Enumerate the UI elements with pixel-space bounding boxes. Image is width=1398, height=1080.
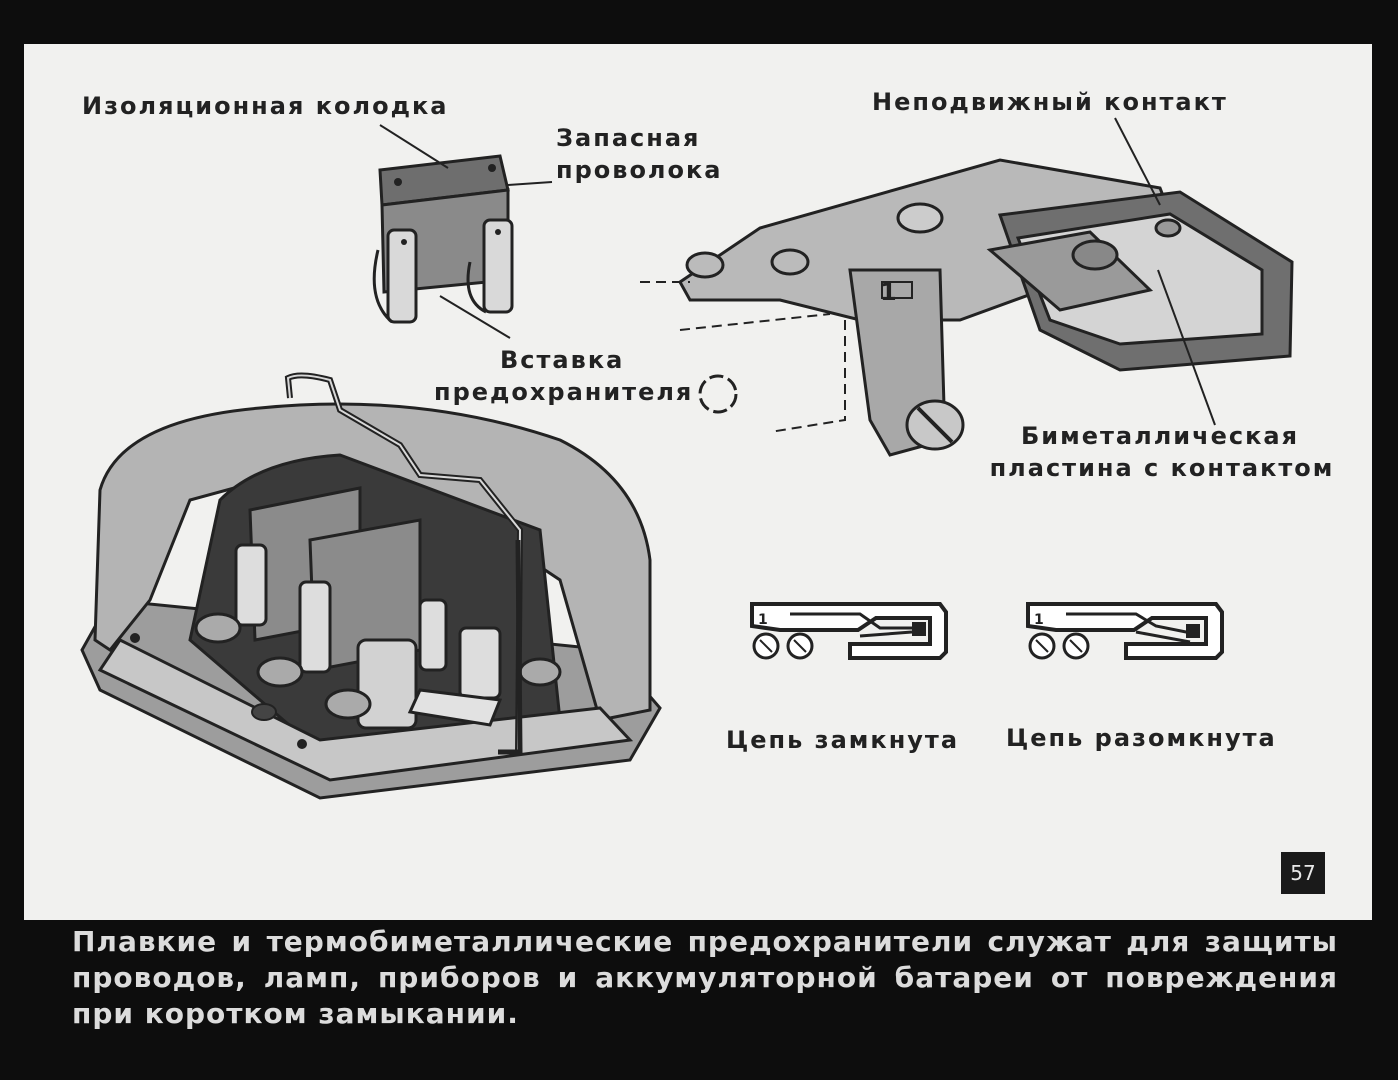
svg-text:1: 1 bbox=[1034, 612, 1044, 628]
page-number: 57 bbox=[1281, 852, 1325, 894]
bimetal-fuse-illustration: 1 bbox=[640, 117, 1294, 457]
circuit-closed-schematic: 1 bbox=[750, 602, 948, 660]
label-insulating-block: Изоляционная колодка bbox=[82, 92, 449, 120]
label-circuit-open: Цепь разомкнута bbox=[1006, 724, 1277, 752]
label-spare-wire-line1: Запасная bbox=[556, 124, 701, 152]
label-bimetal-line1: Биметаллическая bbox=[1021, 422, 1299, 450]
caption-text: Плавкие и термобиметаллические предохран… bbox=[72, 925, 1338, 1030]
circuit-open-schematic: 1 bbox=[1026, 602, 1224, 660]
label-bimetal-line2: пластина с контактом bbox=[989, 454, 1335, 482]
svg-text:1: 1 bbox=[758, 612, 768, 628]
fuse-block-illustration bbox=[372, 124, 553, 339]
label-fuse-insert-line2: предохранителя bbox=[434, 378, 694, 406]
label-fuse-insert-line1: Вставка bbox=[500, 346, 625, 374]
label-circuit-closed: Цепь замкнута bbox=[726, 726, 960, 754]
label-fixed-contact: Неподвижный контакт bbox=[872, 88, 1228, 116]
label-spare-wire-line2: проволока bbox=[556, 156, 723, 184]
fuse-box-illustration bbox=[80, 372, 662, 800]
